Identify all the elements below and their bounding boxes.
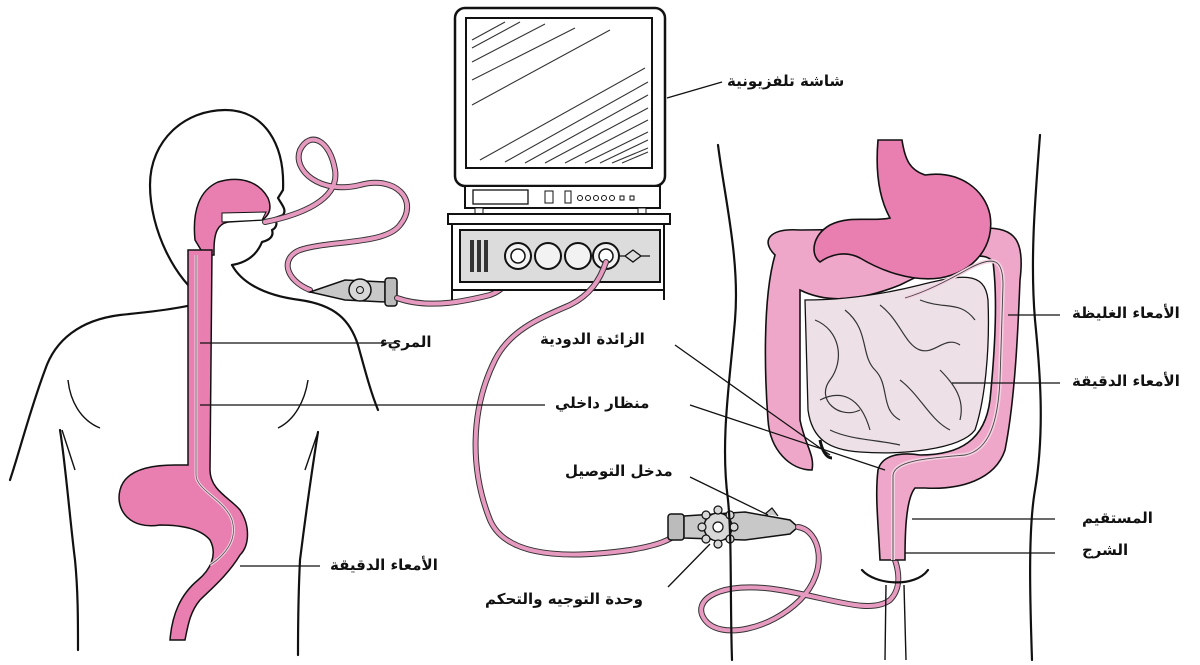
label-anus: الشرج — [1082, 541, 1129, 559]
appendix — [818, 439, 833, 460]
label-small-intestine-right: الأمعاء الدقيقة — [1072, 372, 1180, 390]
label-esophagus: المريء — [380, 333, 432, 351]
tv-monitor — [453, 6, 667, 215]
upper-body-figure — [8, 108, 380, 657]
label-large-intestine: الأمعاء الغليظة — [1072, 304, 1180, 322]
lower-control-unit — [667, 505, 800, 549]
label-access-port: مدخل التوصيل — [565, 462, 673, 480]
label-control-unit: وحدة التوجيه والتحكم — [485, 590, 643, 608]
abdomen-figure — [716, 133, 1042, 662]
upper-control-unit — [307, 277, 398, 307]
lower-endoscope-tube — [472, 259, 902, 634]
label-rectum: المستقيم — [1082, 509, 1153, 527]
leader-lines — [200, 81, 1060, 588]
large-intestine — [764, 227, 1022, 561]
label-appendix: الزائدة الدودية — [540, 330, 645, 348]
label-small-intestine-left: الأمعاء الدقيقة — [330, 556, 438, 574]
label-endoscope: منظار داخلي — [555, 394, 650, 412]
small-intestine — [804, 276, 990, 454]
control-console — [447, 213, 671, 300]
stomach — [813, 139, 992, 280]
upper-gi-tract — [118, 178, 271, 641]
label-tv-screen: شاشة تلفزيونية — [727, 72, 845, 90]
